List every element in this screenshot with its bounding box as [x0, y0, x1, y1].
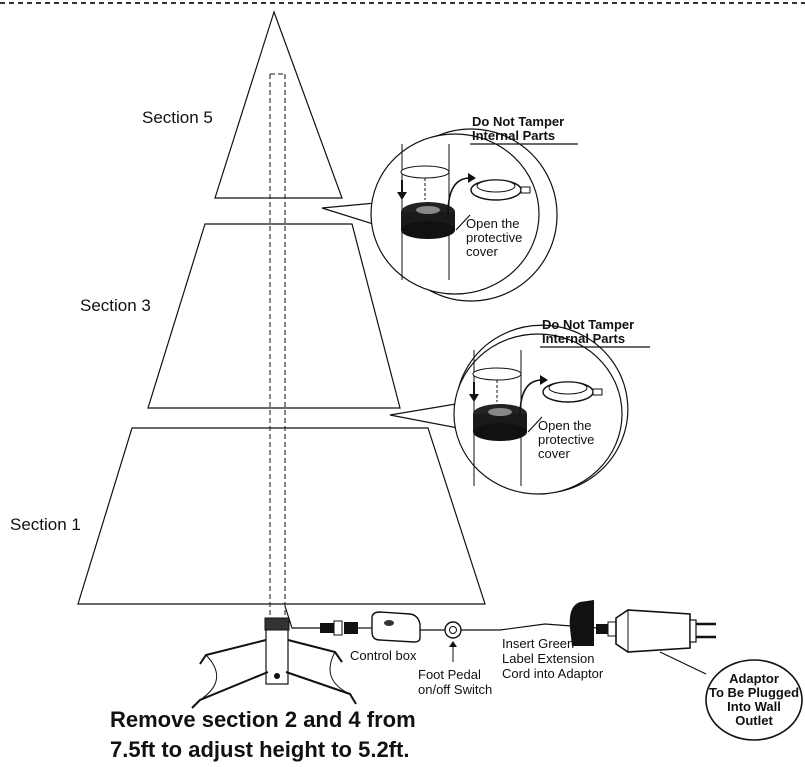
adaptor-label-2: To Be Plugged — [709, 685, 799, 700]
connector-plug-1 — [320, 623, 334, 633]
callout-upper-cover-inner — [476, 179, 516, 193]
callout-lower-note-2: protective — [538, 432, 594, 447]
adaptor-body — [615, 609, 691, 653]
instruction-line-2: 7.5ft to adjust height to 5.2ft. — [110, 737, 409, 762]
control-box-label: Control box — [350, 648, 417, 663]
tree-section-bottom — [77, 427, 486, 605]
tree-stand — [191, 617, 357, 709]
stand-clamp — [264, 617, 290, 631]
control-box-button — [384, 620, 394, 626]
adaptor-label-1: Adaptor — [729, 671, 779, 686]
adaptor-label-3: Into Wall — [727, 699, 781, 714]
callout-lower: Open the protective cover — [389, 324, 629, 495]
callout-upper-cord — [455, 214, 471, 231]
callout-lower-cord — [527, 416, 543, 433]
foot-pedal-label-2: on/off Switch — [418, 682, 492, 697]
connector-plug-3 — [344, 622, 358, 634]
stand-bolt — [274, 673, 280, 679]
stand-leg-front-right — [285, 671, 357, 705]
callout-upper-tube-end — [400, 165, 450, 179]
adaptor-bubble — [705, 659, 803, 741]
callout-upper-note-3: cover — [466, 244, 498, 259]
tree-section-top — [214, 10, 343, 199]
stand-braces — [199, 651, 351, 701]
adaptor-label-4: Outlet — [735, 713, 773, 728]
warning-upper-line1: Do Not Tamper — [472, 114, 564, 129]
callout-upper-down-arrow-head — [397, 192, 407, 200]
callout-lower-curved-arrow — [519, 379, 543, 417]
callout-lower-curved-arrow-head — [540, 375, 548, 385]
callout-upper-curved-arrow-head — [468, 173, 476, 183]
callout-lower-cap-bottom — [473, 423, 527, 441]
callout-lower-tube-end — [472, 367, 522, 381]
insert-label-2: Label Extension — [502, 651, 595, 666]
callout-upper-cover-tab — [520, 186, 531, 194]
callout-upper: Open the protective cover — [321, 128, 558, 302]
callout-upper-note-2: protective — [466, 230, 522, 245]
adaptor-face — [689, 619, 697, 643]
adaptor-bubble-pointer — [659, 651, 707, 675]
adaptor-connector-2 — [607, 621, 617, 637]
section-bottom-label: Section 1 — [10, 515, 81, 534]
tree-section-middle — [147, 223, 401, 409]
callout-lower-cover-inner — [548, 381, 588, 395]
cable-stand — [284, 605, 320, 629]
coiled-cord — [569, 600, 594, 646]
callout-lower-down-arrow-head — [469, 394, 479, 402]
warning-upper-line2: Internal Parts — [472, 128, 555, 143]
callout-upper-cap-bottom — [401, 221, 455, 239]
control-box — [371, 611, 421, 643]
stand-leg-front-left — [191, 671, 269, 709]
warning-lower-line1: Do Not Tamper — [542, 317, 634, 332]
callout-upper-cap-center — [416, 206, 440, 214]
callout-lower-cap-center — [488, 408, 512, 416]
stand-leg-back-right — [287, 639, 343, 663]
insert-label-1: Insert Green — [502, 636, 574, 651]
foot-pedal-label-1: Foot Pedal — [418, 667, 481, 682]
foot-pedal-pointer-head — [449, 641, 457, 647]
adaptor-connector-1 — [596, 624, 608, 634]
callout-lower-note-1: Open the — [538, 418, 592, 433]
foot-pedal-center — [449, 626, 457, 634]
callout-upper-curved-arrow — [447, 177, 471, 215]
section-middle-label: Section 3 — [80, 296, 151, 315]
instruction-line-1: Remove section 2 and 4 from — [110, 707, 416, 732]
callout-lower-note-3: cover — [538, 446, 570, 461]
callout-lower-cover-tab — [592, 388, 603, 396]
callout-upper-note-1: Open the — [466, 216, 520, 231]
section-top-label: Section 5 — [142, 108, 213, 127]
warning-lower-line2: Internal Parts — [542, 331, 625, 346]
stand-leg-back-left — [199, 639, 267, 665]
connector-plug-2 — [333, 620, 343, 636]
insert-label-3: Cord into Adaptor — [502, 666, 604, 681]
